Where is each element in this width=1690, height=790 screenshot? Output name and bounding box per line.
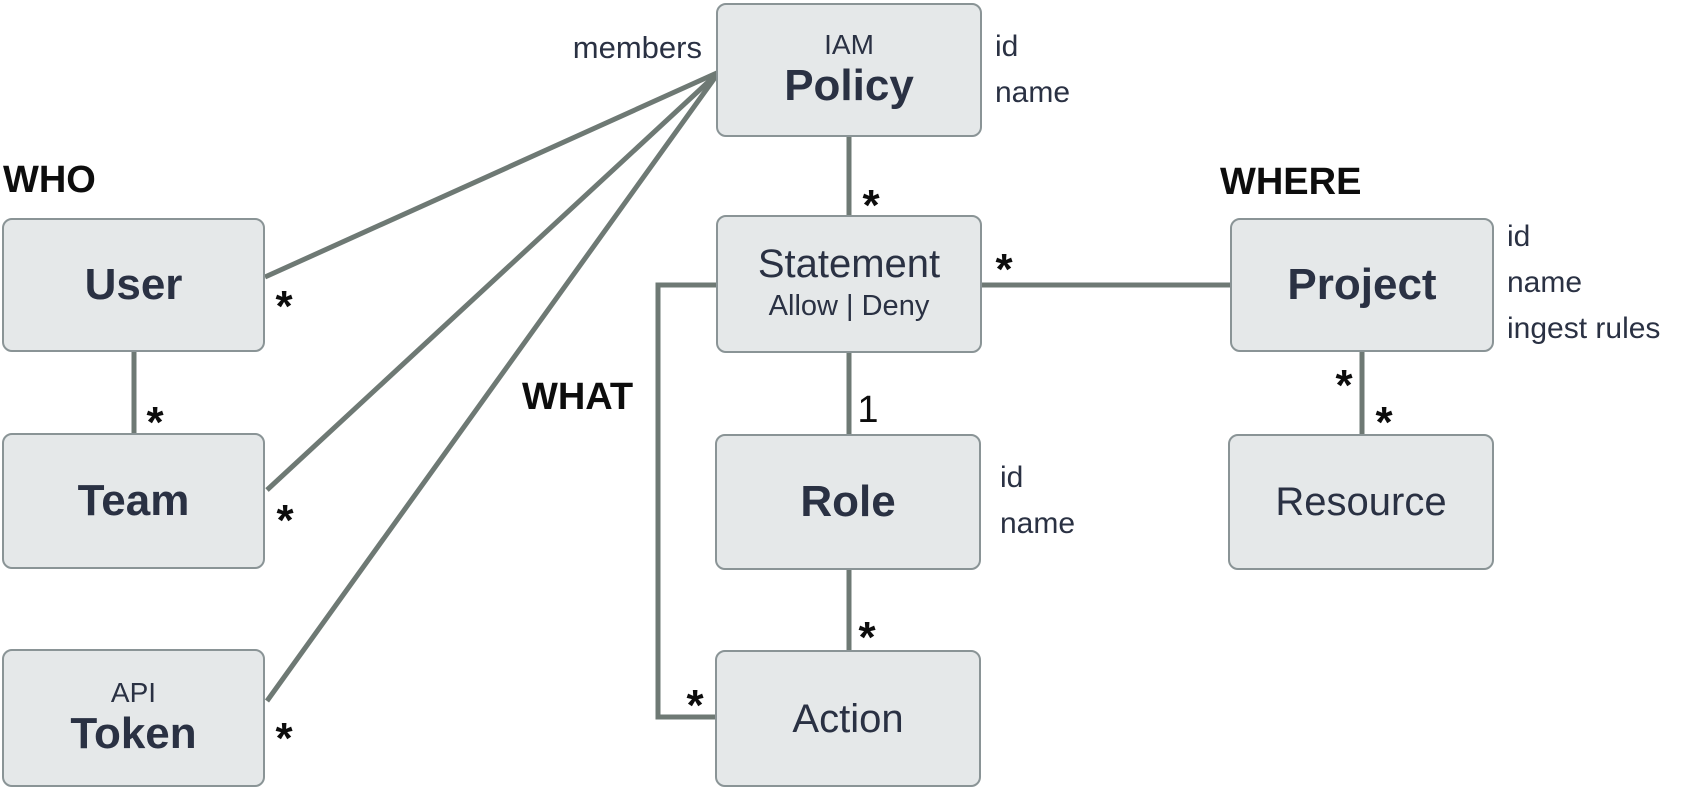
node-resource-title: Resource <box>1275 480 1447 524</box>
attrs-policy: id name <box>995 24 1070 116</box>
attr-role-name: name <box>1000 507 1076 540</box>
node-project: Project <box>1230 218 1494 352</box>
cardinality-token-policy: * <box>275 714 293 763</box>
cardinality-project-resource-upper: * <box>1335 361 1353 410</box>
node-action: Action <box>715 650 981 787</box>
attr-policy-id: id <box>995 30 1019 63</box>
section-label-what: WHAT <box>522 376 634 418</box>
node-role-title: Role <box>800 476 896 526</box>
node-statement-title: Statement <box>757 242 941 287</box>
attr-project-name: name <box>1507 266 1583 299</box>
node-user: User <box>2 218 265 352</box>
node-policy-title: Policy <box>784 60 914 110</box>
node-action-title: Action <box>792 696 904 741</box>
node-team: Team <box>2 433 265 569</box>
edge-statement-action <box>655 282 716 720</box>
node-user-title: User <box>84 259 183 309</box>
cardinality-statement-role: 1 <box>857 389 879 431</box>
node-statement: Statement Allow | Deny <box>716 215 982 353</box>
attrs-role: id name <box>1000 455 1075 547</box>
node-policy-prefix: IAM <box>824 28 874 60</box>
node-token-title: Token <box>70 708 197 758</box>
node-team-title: Team <box>77 475 190 525</box>
cardinality-policy-statement: * <box>862 181 880 230</box>
cardinality-team-policy: * <box>276 496 294 545</box>
attr-policy-name: name <box>995 76 1071 109</box>
edge-policy-team <box>265 70 721 492</box>
node-resource: Resource <box>1228 434 1494 570</box>
attr-project-id: id <box>1507 220 1531 253</box>
node-project-title: Project <box>1287 259 1437 309</box>
section-label-where: WHERE <box>1220 161 1362 203</box>
cardinality-project-resource-lower: * <box>1375 398 1393 447</box>
node-token-prefix: API <box>110 676 157 708</box>
section-label-who: WHO <box>3 159 96 201</box>
node-statement-subtitle: Allow | Deny <box>768 290 930 323</box>
edge-policy-token <box>264 70 722 703</box>
cardinality-action-statement: * <box>686 681 704 730</box>
node-policy: IAM Policy <box>716 3 982 137</box>
node-role: Role <box>715 434 981 570</box>
attrs-project: id name ingest rules <box>1507 214 1660 352</box>
edge-label-members: members <box>572 30 702 65</box>
cardinality-user-policy: * <box>275 282 293 331</box>
cardinality-statement-project: * <box>995 245 1013 294</box>
attr-role-id: id <box>1000 461 1024 494</box>
cardinality-user-team: * <box>146 398 164 447</box>
cardinality-role-action: * <box>858 613 876 662</box>
node-token: API Token <box>2 649 265 787</box>
edge-policy-user <box>263 69 721 280</box>
attr-project-ingest-rules: ingest rules <box>1507 312 1661 345</box>
